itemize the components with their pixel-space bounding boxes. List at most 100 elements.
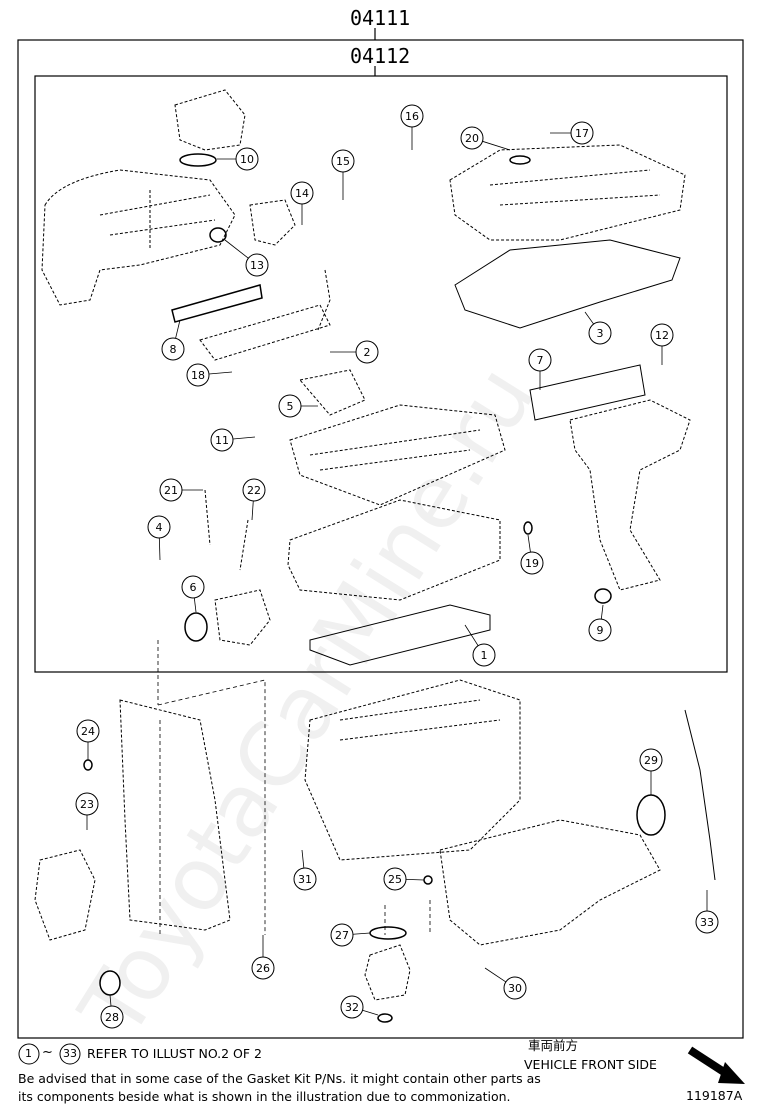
head-cover-gasket-sketch (454, 239, 681, 329)
timing-cover-sketch (119, 699, 231, 931)
callout-number: 21 (164, 484, 178, 497)
leader-line-18 (208, 371, 233, 375)
callout-circle (181, 575, 205, 599)
leader-line-20 (482, 140, 511, 151)
leader-line-11 (232, 436, 256, 440)
leader-line-28 (109, 994, 112, 1007)
callout-circle (290, 181, 314, 205)
callout-circle (383, 867, 407, 891)
direction-japanese: 車両前方 (528, 1038, 579, 1053)
callout-number: 28 (105, 1011, 119, 1024)
leader-line-13 (224, 239, 249, 259)
callout-circle (76, 719, 100, 743)
callout-4: 4 (147, 515, 171, 539)
advisory-line-1: Be advised that in some case of the Gask… (18, 1071, 541, 1086)
callout-17: 17 (570, 121, 594, 145)
water-pump-sketch (34, 849, 96, 941)
callout-number: 32 (345, 1001, 359, 1014)
callout-12: 12 (650, 323, 674, 347)
valve-sketch (204, 489, 249, 571)
callout-number: 31 (298, 873, 312, 886)
callout-circle (588, 321, 612, 345)
callout-circle (355, 340, 379, 364)
advisory-line-2: its components beside what is shown in t… (18, 1089, 511, 1104)
throttle-body-sketch (174, 89, 246, 151)
callout-circle (242, 478, 266, 502)
callout-10: 10 (235, 147, 259, 171)
callout-number: 5 (287, 400, 294, 413)
callout-number: 1 (481, 649, 488, 662)
oil-filter-sketch (364, 944, 411, 1001)
callout-number: 3 (597, 327, 604, 340)
callout-20: 20 (460, 126, 484, 150)
callout-number: 26 (256, 962, 270, 975)
callout-7: 7 (528, 348, 552, 372)
head-cover-sketch (449, 144, 686, 241)
callout-circle (472, 643, 496, 667)
callout-30: 30 (503, 976, 527, 1000)
callout-number: 17 (575, 127, 589, 140)
callout-number: 27 (335, 929, 349, 942)
callout-23: 23 (75, 792, 99, 816)
callout-number: 24 (81, 725, 95, 738)
fuel-rail-sketch (199, 304, 331, 361)
callout-number: 6 (190, 581, 197, 594)
callout-number: 29 (644, 754, 658, 767)
callout-number: 7 (537, 354, 544, 367)
outer-frame (17, 39, 744, 1039)
leader-lines (86, 127, 708, 1016)
callout-6: 6 (181, 575, 205, 599)
callout-number: 11 (215, 434, 229, 447)
callout-21: 21 (159, 478, 183, 502)
callout-circle (588, 618, 612, 642)
kit-number-04111: 04111 (350, 6, 411, 30)
callout-circle (186, 363, 210, 387)
callout-circle (293, 867, 317, 891)
callout-16: 16 (400, 104, 424, 128)
callout-3: 3 (588, 321, 612, 345)
callout-number: 25 (388, 873, 402, 886)
kit-number-04112: 04112 (350, 44, 411, 68)
callout-number: 22 (247, 484, 261, 497)
leader-line-6 (193, 597, 197, 613)
callout-number: 15 (336, 155, 350, 168)
range-start-circle (18, 1043, 40, 1065)
callout-33: 33 (695, 910, 719, 934)
leader-line-27 (352, 932, 371, 935)
callout-8: 8 (161, 337, 185, 361)
callout-5: 5 (278, 394, 302, 418)
callout-circle (695, 910, 719, 934)
leader-line-4 (158, 537, 161, 561)
oil-pan-sketch (439, 819, 661, 946)
callout-circle (400, 104, 424, 128)
callout-circle (210, 428, 234, 452)
callout-28: 28 (100, 1005, 124, 1029)
leader-line-3 (584, 311, 594, 325)
intake-manifold-sketch (41, 169, 236, 306)
illustration-id: 119187A (686, 1088, 743, 1103)
callout-circle (147, 515, 171, 539)
callout-circle (330, 923, 354, 947)
inner-frame (34, 75, 728, 673)
dipstick-guide-sketch (684, 709, 716, 881)
callout-circle (331, 149, 355, 173)
range-end-circle (59, 1043, 81, 1065)
callout-14: 14 (290, 181, 314, 205)
direction-english: VEHICLE FRONT SIDE (524, 1057, 657, 1072)
callout-circle (100, 1005, 124, 1029)
callout-circle (520, 551, 544, 575)
range-separator: ~ (42, 1045, 53, 1060)
front-direction-arrow-icon (687, 1046, 745, 1084)
cylinder-block-sketch (304, 679, 521, 861)
callout-number: 8 (170, 343, 177, 356)
callout-circle (278, 394, 302, 418)
callout-circle (528, 348, 552, 372)
head-gasket-sketch (309, 604, 491, 666)
callout-number: 4 (156, 521, 163, 534)
callout-number: 20 (465, 132, 479, 145)
callout-circle (161, 337, 185, 361)
callout-number: 18 (191, 369, 205, 382)
callout-circle (639, 748, 663, 772)
